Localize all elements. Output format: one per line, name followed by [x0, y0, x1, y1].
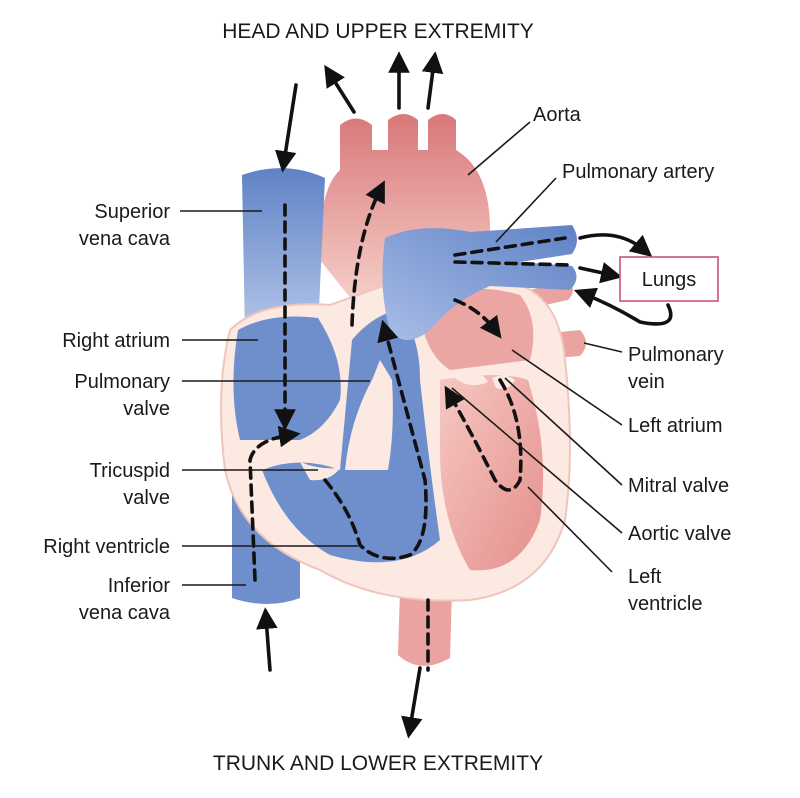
top-caption: HEAD AND UPPER EXTREMITY	[222, 20, 534, 43]
leader-mitral-valve	[504, 377, 623, 486]
label-pulmonary-valve-2: valve	[123, 398, 170, 420]
tricuspid-valve-leaflet	[300, 462, 340, 481]
label-aorta: Aorta	[533, 104, 582, 126]
label-left-atrium: Left atrium	[628, 415, 722, 437]
arrow-out-descending-aorta	[401, 666, 423, 739]
superior-vena-cava	[242, 168, 325, 335]
lungs-label: Lungs	[642, 269, 697, 291]
leader-pulmonary-vein	[583, 342, 623, 353]
label-inferior-vena-cava-1: Inferior	[108, 575, 171, 597]
flow-la-to-lv	[453, 298, 502, 339]
arrow-pa-to-lungs-top	[578, 233, 653, 257]
flow-ivc-to-rv	[248, 425, 301, 582]
label-left-ventricle-1: Left	[628, 566, 662, 588]
arrow-into-ivc	[256, 607, 278, 672]
mitral-valve-leaflet-2	[492, 375, 515, 389]
flow-lv-to-aorta	[350, 180, 385, 327]
leader-left-atrium	[511, 349, 623, 426]
leader-pulmonary-artery	[495, 177, 557, 243]
flow-pa-to-lungs-2	[453, 260, 572, 267]
arrow-pa-to-lungs-bottom	[578, 262, 623, 284]
label-superior-vena-cava-1: Superior	[94, 201, 170, 223]
lungs-box	[619, 256, 719, 302]
mitral-valve-leaflet	[455, 372, 488, 386]
label-mitral-valve: Mitral valve	[628, 475, 729, 497]
label-right-atrium: Right atrium	[62, 330, 170, 352]
septum	[345, 360, 393, 470]
leader-left-ventricle	[527, 486, 613, 573]
label-pulmonary-vein-1: Pulmonary	[628, 344, 724, 366]
bottom-caption: TRUNK AND LOWER EXTREMITY	[213, 752, 543, 775]
leader-aorta	[467, 121, 531, 176]
label-tricuspid-valve-1: Tricuspid	[90, 460, 170, 482]
label-right-ventricle: Right ventricle	[43, 536, 170, 558]
leader-aortic-valve	[451, 387, 623, 534]
label-inferior-vena-cava-2: vena cava	[79, 602, 171, 624]
arrow-aorta-branch-left	[324, 64, 356, 114]
label-left-ventricle-2: ventricle	[628, 593, 702, 615]
label-pulmonary-valve-1: Pulmonary	[74, 371, 170, 393]
arrow-into-svc	[274, 83, 298, 173]
label-tricuspid-valve-2: valve	[123, 487, 170, 509]
arrow-aorta-branch-right	[421, 51, 444, 110]
flow-pa-to-lungs	[453, 236, 567, 257]
pulmonary-artery	[382, 225, 577, 340]
arrow-lungs-to-pulmonary-vein	[573, 287, 673, 326]
right-atrium	[233, 316, 341, 440]
label-superior-vena-cava-2: vena cava	[79, 228, 171, 250]
label-pulmonary-vein-2: vein	[628, 371, 665, 393]
descending-aorta	[398, 590, 452, 666]
label-aortic-valve: Aortic valve	[628, 523, 731, 545]
flow-rv-loop	[323, 319, 428, 561]
label-pulmonary-artery: Pulmonary artery	[562, 161, 714, 183]
flow-lv-loop	[444, 378, 523, 492]
